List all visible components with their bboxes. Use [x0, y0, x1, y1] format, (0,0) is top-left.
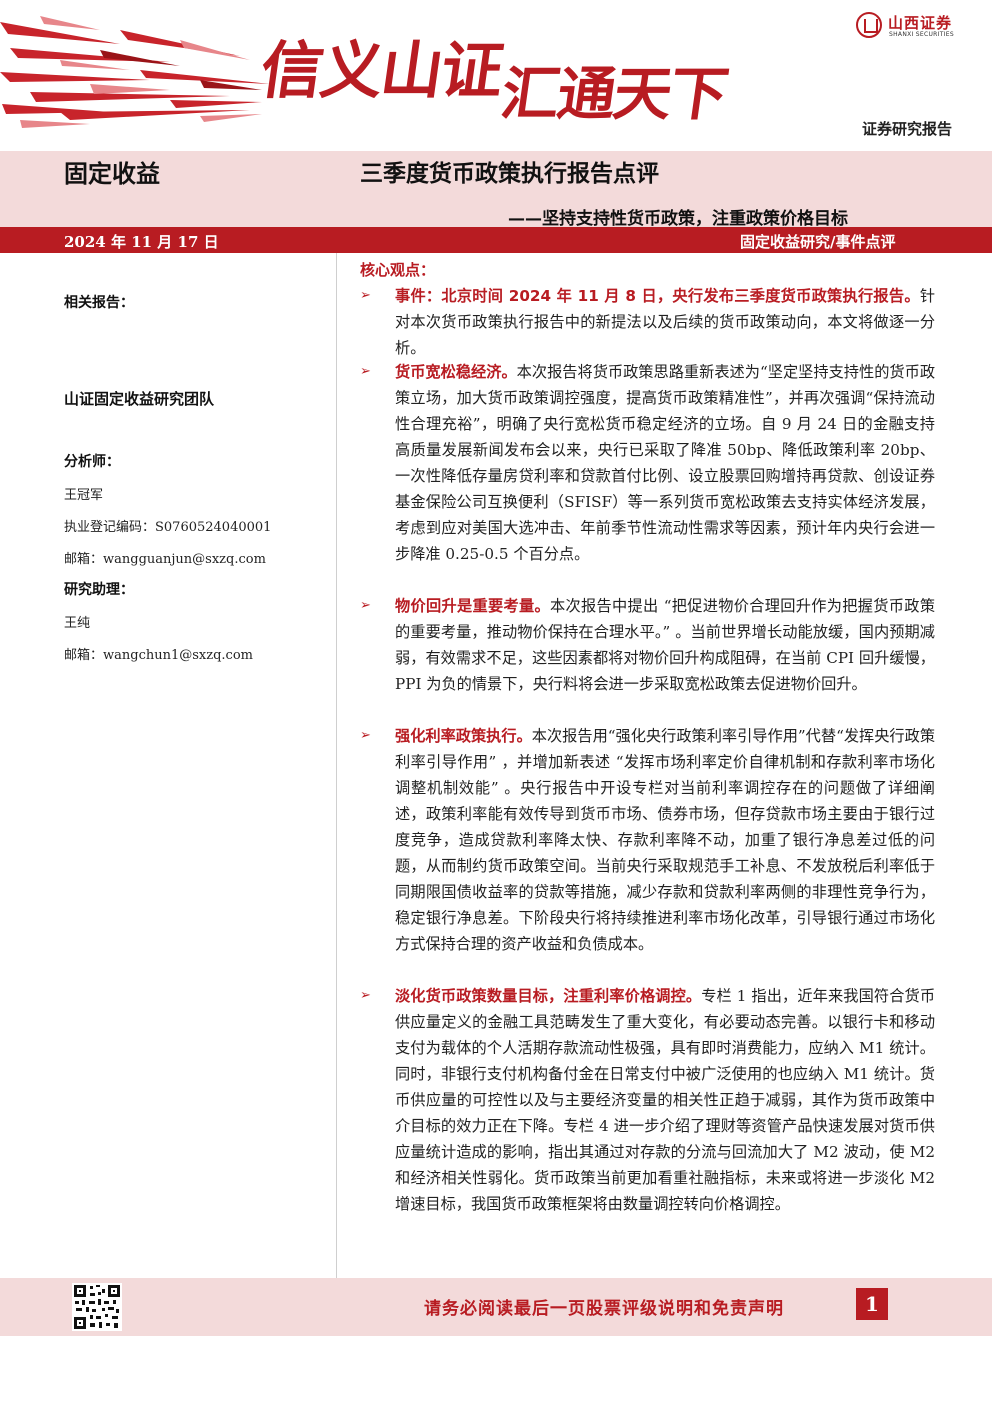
- analyst-name: 王冠军: [64, 488, 104, 503]
- point-item: ➢ 物价回升是重要考量。本次报告中提出 “把促进物价合理回升作为把握货币政策的重…: [360, 593, 938, 723]
- point-text: 本次报告中提出 “把促进物价合理回升作为把握货币政策的重要考量，推动物价保持在合…: [395, 597, 936, 693]
- logo-mark-icon: [856, 12, 882, 38]
- slogan-part1: 信义山证: [256, 34, 507, 107]
- bullet-arrow-icon: ➢: [360, 728, 371, 743]
- slogan-part2: 汇通天下: [497, 60, 731, 128]
- point-item: ➢ 货币宽松稳经济。本次报告将货币政策思路重新表述为“坚定坚持支持性的货币政策立…: [360, 359, 938, 593]
- analyst-label: 分析师：: [64, 454, 120, 470]
- company-logo: 山西证券 SHANXI SECURITIES: [856, 10, 976, 44]
- point-paragraph: 事件：北京时间 2024 年 11 月 8 日，央行发布三季度货币政策执行报告。…: [395, 283, 935, 361]
- footer-band: [0, 1278, 992, 1336]
- point-text: 本次报告用“强化央行政策利率引导作用”代替“发挥央行政策利率引导作用” ，并增加…: [395, 727, 936, 953]
- point-headline: 事件：北京时间 2024 年 11 月 8 日，央行发布三季度货币政策执行报告。: [395, 287, 920, 305]
- assistant-email[interactable]: 邮箱：wangchun1@sxzq.com: [64, 648, 253, 663]
- point-text: 专栏 1 指出，近年来我国符合货币供应量定义的金融工具范畴发生了重大变化，有必要…: [395, 987, 936, 1213]
- report-section-tag: 固定收益研究/事件点评: [740, 233, 896, 251]
- point-item: ➢ 强化利率政策执行。本次报告用“强化央行政策利率引导作用”代替“发挥央行政策利…: [360, 723, 938, 983]
- logo-text-cn: 山西证券: [888, 14, 953, 32]
- assistant-label: 研究助理：: [64, 582, 134, 598]
- qr-code-icon[interactable]: [72, 1283, 122, 1331]
- point-headline: 淡化货币政策数量目标，注重利率价格调控。: [395, 987, 702, 1005]
- page-number: 1: [856, 1288, 888, 1320]
- bullet-arrow-icon: ➢: [360, 288, 371, 303]
- bullet-arrow-icon: ➢: [360, 364, 371, 379]
- point-paragraph: 淡化货币政策数量目标，注重利率价格调控。专栏 1 指出，近年来我国符合货币供应量…: [395, 983, 935, 1217]
- report-subtitle: ——坚持支持性货币政策，注重政策价格目标: [508, 209, 848, 229]
- point-headline: 货币宽松稳经济。: [395, 363, 517, 381]
- title-band: [0, 151, 992, 227]
- analyst-license: 执业登记编码：S0760524040001: [64, 520, 272, 535]
- report-type-label: 证券研究报告: [862, 120, 953, 138]
- report-title: 三季度货币政策执行报告点评: [360, 161, 659, 187]
- point-paragraph: 物价回升是重要考量。本次报告中提出 “把促进物价合理回升作为把握货币政策的重要考…: [395, 593, 935, 697]
- point-paragraph: 货币宽松稳经济。本次报告将货币政策思路重新表述为“坚定坚持支持性的货币政策立场，…: [395, 359, 935, 567]
- point-headline: 物价回升是重要考量。: [395, 597, 551, 615]
- research-team: 山证固定收益研究团队: [64, 390, 215, 408]
- report-date: 2024 年 11 月 17 日: [64, 233, 219, 251]
- date-bar: [0, 227, 992, 253]
- assistant-name: 王纯: [64, 616, 91, 631]
- header-banner-art: [0, 16, 270, 128]
- point-text: 本次报告将货币政策思路重新表述为“坚定坚持支持性的货币政策立场，加大货币政策调控…: [395, 363, 936, 563]
- header-slogan: 信义山证汇通天下: [256, 20, 737, 128]
- analyst-email[interactable]: 邮箱：wangguanjun@sxzq.com: [64, 552, 266, 567]
- point-paragraph: 强化利率政策执行。本次报告用“强化央行政策利率引导作用”代替“发挥央行政策利率引…: [395, 723, 935, 957]
- point-text: 针对本次货币政策执行报告中的新提法以及后续的货币政策动向，本文将做逐一分析。: [395, 287, 935, 357]
- disclaimer-notice: 请务必阅读最后一页股票评级说明和免责声明: [424, 1299, 784, 1319]
- report-category: 固定收益: [64, 160, 160, 188]
- bullet-arrow-icon: ➢: [360, 988, 371, 1003]
- bullet-arrow-icon: ➢: [360, 598, 371, 613]
- point-headline: 强化利率政策执行。: [395, 727, 532, 745]
- logo-text-en: SHANXI SECURITIES: [889, 31, 954, 38]
- core-views-label: 核心观点：: [360, 261, 436, 279]
- sidebar-divider: [336, 253, 337, 1278]
- point-item: ➢ 淡化货币政策数量目标，注重利率价格调控。专栏 1 指出，近年来我国符合货币供…: [360, 983, 938, 1247]
- point-item: ➢ 事件：北京时间 2024 年 11 月 8 日，央行发布三季度货币政策执行报…: [360, 283, 938, 357]
- related-reports-label: 相关报告：: [64, 295, 134, 311]
